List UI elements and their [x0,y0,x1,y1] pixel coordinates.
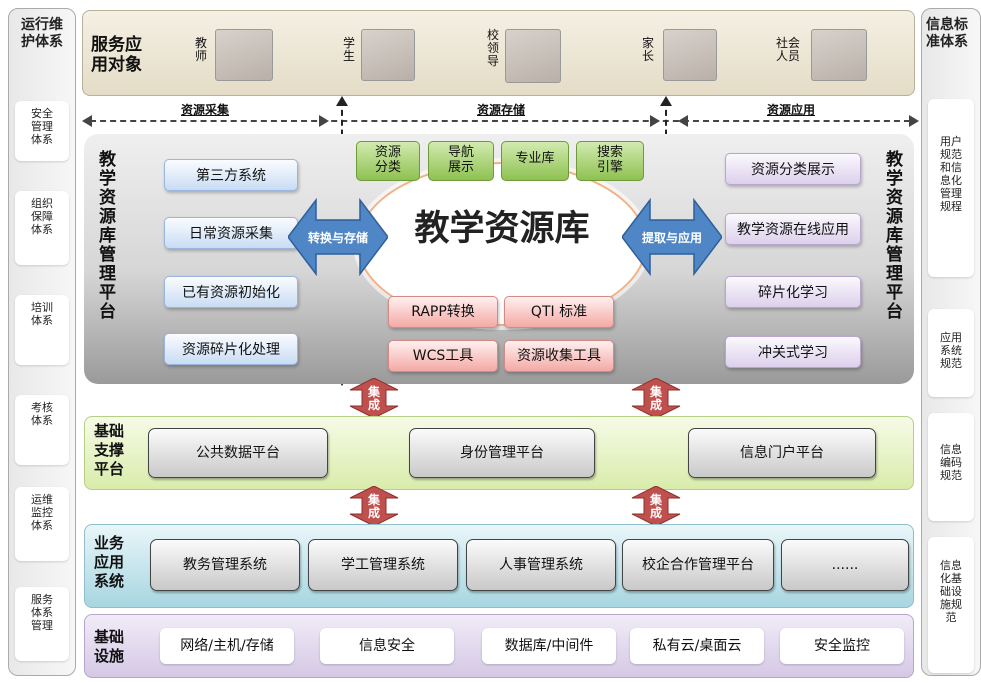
parent-photo [663,29,717,81]
integration-label-3: 集成 [367,493,380,520]
sidebar-item-monitoring: 运维 监控 体系 [15,487,69,561]
right-sidebar: 信息标 准体系 用户 规范 和信 息化 管理 规程 应用 系统 规范 信息 编码… [921,8,981,676]
flow-arrow-mid-right2-icon [678,115,688,127]
left-sidebar: 运行维 护体系 安全 管理 体系 组织 保障 体系 培训 体系 考核 体系 运维… [8,8,76,676]
leader-photo [505,29,561,83]
box-qti-standard: QTI 标准 [504,296,614,328]
btn-info-security[interactable]: 信息安全 [320,628,454,664]
integration-arrow-4-icon [631,486,681,526]
left-sidebar-title: 运行维 护体系 [21,17,63,50]
sidebar-item-assessment: 考核 体系 [15,395,69,465]
box-wcs-tool: WCS工具 [388,340,498,372]
integration-label-4: 集成 [649,493,662,520]
sidebar-item-user-norms: 用户 规范 和信 息化 管理 规程 [928,99,974,277]
sidebar-item-app-norms: 应用 系统 规范 [928,309,974,397]
btn-identity-platform[interactable]: 身份管理平台 [409,428,595,478]
integration-label-2: 集成 [649,385,662,412]
flow-arrow-mid-right-icon [650,115,660,127]
box-existing-init: 已有资源初始化 [164,276,298,308]
box-third-party-system: 第三方系统 [164,159,298,191]
box-fragment-learning: 碎片化学习 [725,276,861,308]
box-resource-category: 资源 分类 [356,141,420,181]
integration-arrow-2-icon [631,378,681,418]
box-collection-tool: 资源收集工具 [504,340,614,372]
sidebar-item-service: 服务 体系 管理 [15,587,69,661]
btn-database-middleware[interactable]: 数据库/中间件 [482,628,616,664]
btn-student-affairs-system[interactable]: 学工管理系统 [308,539,458,591]
box-category-display: 资源分类展示 [725,153,861,185]
btn-network-host-storage[interactable]: 网络/主机/存储 [160,628,294,664]
user-label-parent: 家 长 [642,36,655,63]
flow-arrow-mid-left-icon [319,115,329,127]
flow-label-store: 资源存储 [474,101,529,118]
sidebar-item-training: 培训 体系 [15,295,69,365]
btn-hr-system[interactable]: 人事管理系统 [466,539,616,591]
business-apps-title: 业务 应用 系统 [94,534,125,590]
right-sidebar-title: 信息标 准体系 [926,17,968,50]
btn-school-enterprise-platform[interactable]: 校企合作管理平台 [622,539,774,591]
public-photo [811,29,867,81]
user-label-leader: 校 领 导 [487,28,500,68]
sidebar-item-safety: 安全 管理 体系 [15,101,69,161]
center-title: 教学资源库 [414,209,590,249]
right-vertical-arrow-up-icon [660,96,672,106]
user-label-student: 学 生 [343,36,356,63]
sidebar-item-org: 组织 保障 体系 [15,191,69,265]
extract-apply-label: 提取与应用 [641,231,702,245]
btn-private-desktop-cloud[interactable]: 私有云/桌面云 [630,628,764,664]
btn-academic-system[interactable]: 教务管理系统 [150,539,300,591]
infrastructure-title: 基础 设施 [94,628,125,665]
box-professional-library: 专业库 [501,141,569,181]
sidebar-item-infra-norms: 信息 化基 础设 施规 范 [928,537,974,673]
btn-more-systems[interactable]: ...... [781,539,909,591]
student-photo [361,29,415,81]
flow-label-apply: 资源应用 [764,101,819,118]
integration-arrow-3-icon [349,486,399,526]
box-nav-display: 导航 展示 [428,141,494,181]
integration-label-1: 集成 [367,385,380,412]
left-platform-title: 教学资源库管理平台 [95,150,115,321]
convert-store-label: 转换与存储 [307,231,368,245]
box-online-application: 教学资源在线应用 [725,213,861,245]
user-label-public: 社会 人员 [776,36,801,63]
basic-support-title: 基础 支撑 平台 [94,422,125,478]
left-vertical-arrow-up-icon [336,96,348,106]
teacher-photo [215,29,273,81]
box-fragmentation: 资源碎片化处理 [164,333,298,365]
box-level-learning: 冲关式学习 [725,336,861,368]
btn-public-data-platform[interactable]: 公共数据平台 [148,428,328,478]
extract-apply-arrow-icon [622,198,722,276]
box-search-engine: 搜索 引擎 [576,141,644,181]
box-rapp-convert: RAPP转换 [388,296,498,328]
integration-arrow-1-icon [349,378,399,418]
service-objects-title: 服务应 用对象 [91,35,142,75]
box-daily-collection: 日常资源采集 [164,217,298,249]
flow-arrow-left-icon [82,115,92,127]
user-label-teacher: 教 师 [195,36,208,63]
btn-security-monitoring[interactable]: 安全监控 [780,628,904,664]
btn-portal-platform[interactable]: 信息门户平台 [688,428,876,478]
flow-arrow-right-icon [909,115,919,127]
right-platform-title: 教学资源库管理平台 [882,150,902,321]
service-objects-bar: 服务应 用对象 教 师 学 生 校 领 导 家 长 社会 人员 [82,10,915,96]
flow-dashed-line [90,120,910,122]
flow-label-collect: 资源采集 [178,101,233,118]
sidebar-item-coding-norms: 信息 编码 规范 [928,413,974,521]
convert-store-arrow-icon [288,198,388,276]
